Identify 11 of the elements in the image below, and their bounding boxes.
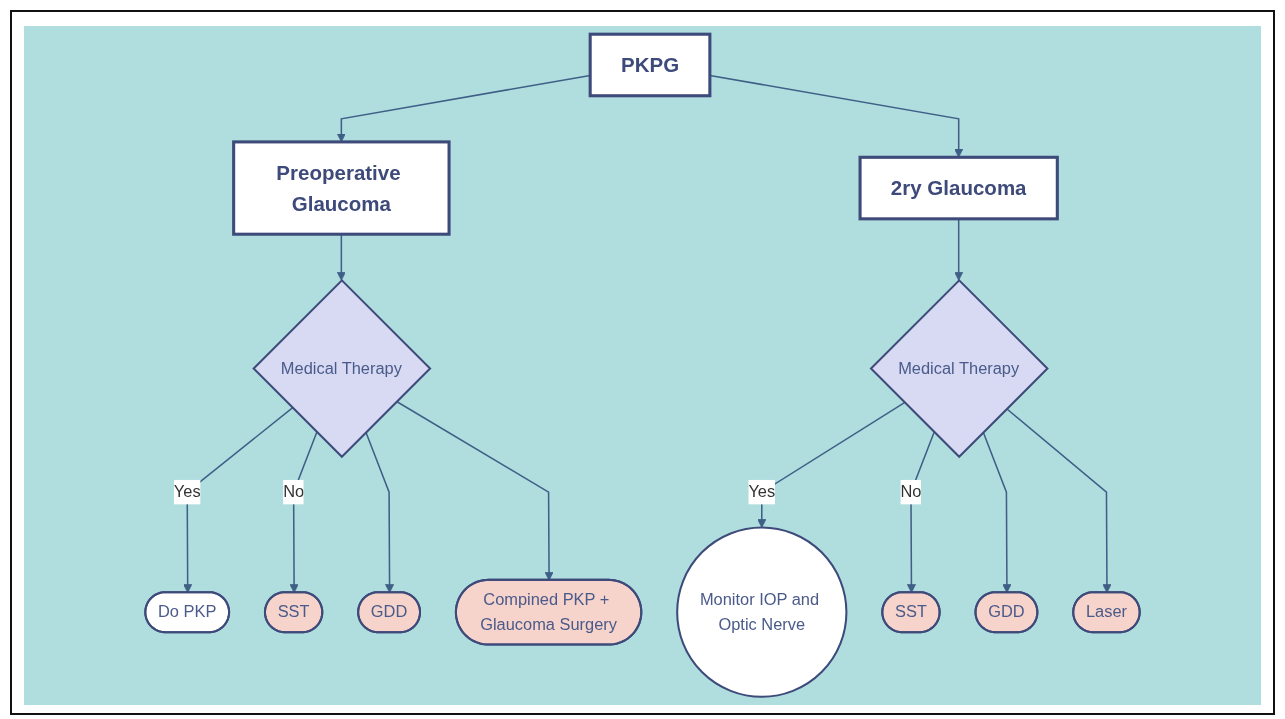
edge-label: Yes <box>173 482 201 501</box>
node-box: Preoperative Glaucoma <box>232 140 451 236</box>
edge-label: Yes <box>748 482 776 501</box>
node-diamond: Medical Therapy <box>252 278 432 459</box>
node-diamond: Medical Therapy <box>869 278 1049 459</box>
node-circle: Monitor IOP and Optic Nerve <box>676 526 848 698</box>
edge-label: No <box>900 482 922 501</box>
node-box: PKPG <box>588 32 712 98</box>
arrow <box>954 218 964 281</box>
edge-label: No <box>283 482 305 501</box>
node-box: 2ry Glaucoma <box>858 155 1059 221</box>
